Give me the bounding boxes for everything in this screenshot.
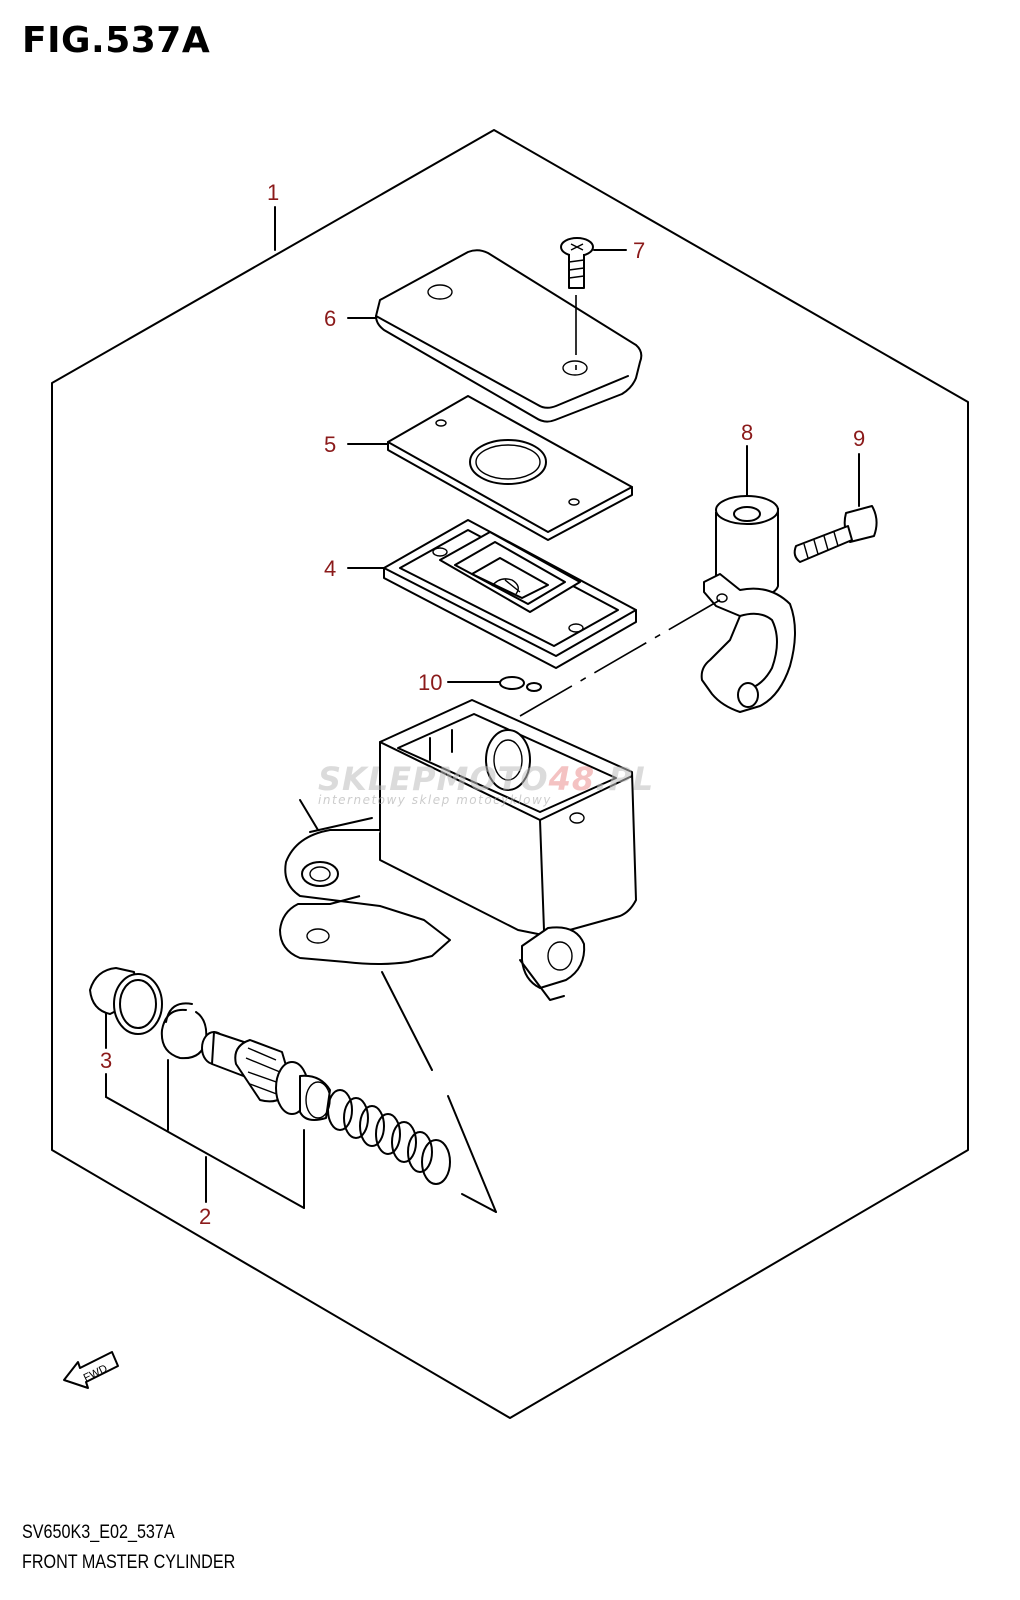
cap-screw-part — [560, 237, 594, 370]
callout-6: 6 — [324, 306, 337, 331]
piston-part — [201, 1031, 331, 1121]
watermark-suffix: .PL — [595, 760, 655, 798]
callout-2: 2 — [199, 1204, 212, 1229]
callout-5: 5 — [324, 432, 337, 457]
dust-boot-part — [89, 967, 163, 1035]
clamp-holder-part — [700, 495, 796, 713]
figure-title: FIG.537A — [22, 20, 211, 61]
bore-line-2 — [447, 1095, 497, 1213]
watermark-main: SKLEPMOTO — [318, 760, 549, 798]
bore-line — [381, 971, 433, 1071]
callout-10: 10 — [418, 670, 443, 695]
callout-1: 1 — [267, 180, 280, 205]
watermark-highlight: 48 — [548, 760, 596, 798]
master-cylinder-body — [279, 699, 637, 1001]
callout-3: 3 — [100, 1048, 113, 1073]
bore-line-3 — [461, 1193, 497, 1213]
clamp-bolt-part — [793, 505, 878, 563]
callout-7: 7 — [633, 238, 646, 263]
part-bracket — [105, 1012, 305, 1209]
fwd-arrow-icon: FWD — [63, 1351, 119, 1389]
alignment-line — [519, 599, 721, 717]
callout-9: 9 — [853, 426, 866, 451]
diaphragm-part — [383, 519, 637, 669]
spring-part — [327, 1089, 451, 1185]
assembly-outline — [51, 129, 969, 1419]
figure-name: FRONT MASTER CYLINDER — [22, 1552, 236, 1573]
callout-4: 4 — [324, 556, 337, 581]
reservoir-cap-part — [375, 249, 643, 423]
watermark-text: SKLEPMOTO48.PL — [318, 760, 654, 798]
callout-8: 8 — [741, 420, 754, 445]
clip-part — [499, 676, 542, 692]
diaphragm-plate-part — [387, 395, 633, 541]
figure-code: SV650K3_E02_537A — [22, 1522, 175, 1543]
circlip-part — [160, 1002, 208, 1060]
watermark-subtext: internetowy sklep motocyklowy — [318, 793, 552, 807]
